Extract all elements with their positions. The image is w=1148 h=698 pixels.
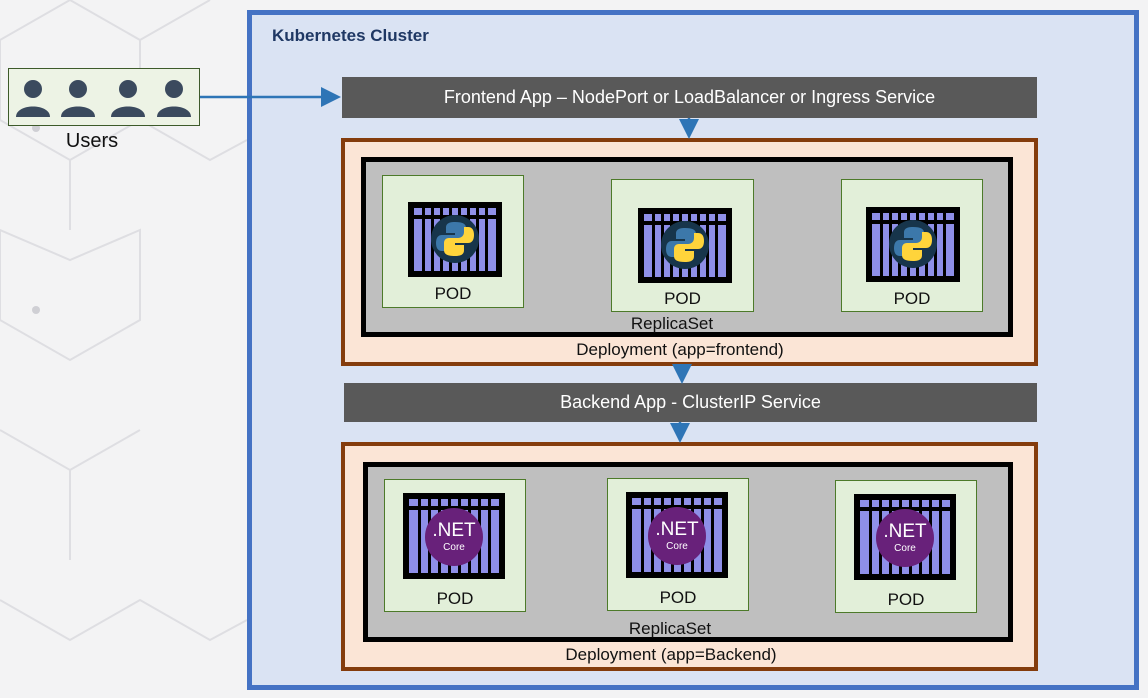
- pod-label: POD: [893, 289, 931, 308]
- dotnet-logo-sub: Core: [666, 541, 688, 552]
- backend-service-label: Backend App - ClusterIP Service: [560, 392, 821, 412]
- dotnet-logo-text: .NET: [432, 520, 476, 541]
- backend-deployment-label: Deployment (app=Backend): [565, 645, 777, 664]
- backend-pod: .NET Core POD: [384, 479, 526, 612]
- pod-label: POD: [664, 289, 701, 308]
- user-icon: [157, 80, 191, 117]
- cluster-title: Kubernetes Cluster: [272, 26, 429, 45]
- frontend-deployment-label: Deployment (app=frontend): [576, 340, 784, 359]
- container-python-icon: [408, 202, 502, 277]
- backend-pod: .NET Core POD: [835, 480, 977, 613]
- users-label: Users: [65, 130, 119, 152]
- container-dotnet-core-icon: [626, 492, 728, 578]
- frontend-service-label: Frontend App – NodePort or LoadBalancer …: [443, 87, 936, 107]
- frontend-replicaset-label: ReplicaSet: [630, 314, 714, 333]
- container-dotnet-core-icon: [403, 493, 505, 579]
- frontend-pod: POD: [841, 179, 983, 312]
- pod-label: POD: [887, 590, 925, 609]
- pod-label: POD: [436, 589, 474, 608]
- frontend-service: Frontend App – NodePort or LoadBalancer …: [342, 77, 1037, 118]
- frontend-pod: POD: [611, 179, 754, 312]
- dotnet-logo-text: .NET: [655, 519, 699, 540]
- dotnet-logo-text: .NET: [883, 521, 927, 542]
- backend-replicaset-label: ReplicaSet: [628, 619, 712, 638]
- container-dotnet-core-icon: [854, 494, 956, 580]
- container-python-icon: [866, 207, 960, 282]
- dotnet-logo-sub: Core: [443, 542, 465, 553]
- user-icon: [61, 80, 95, 117]
- user-icon: [111, 80, 145, 117]
- container-python-icon: [638, 208, 732, 283]
- backend-service: Backend App - ClusterIP Service: [344, 383, 1037, 422]
- frontend-pod: POD: [382, 175, 524, 308]
- user-icon: [16, 80, 50, 117]
- dotnet-logo-sub: Core: [894, 543, 916, 554]
- pod-label: POD: [434, 284, 472, 303]
- pod-label: POD: [659, 588, 697, 607]
- backend-pod: .NET Core POD: [607, 478, 749, 611]
- users-group: [8, 68, 200, 126]
